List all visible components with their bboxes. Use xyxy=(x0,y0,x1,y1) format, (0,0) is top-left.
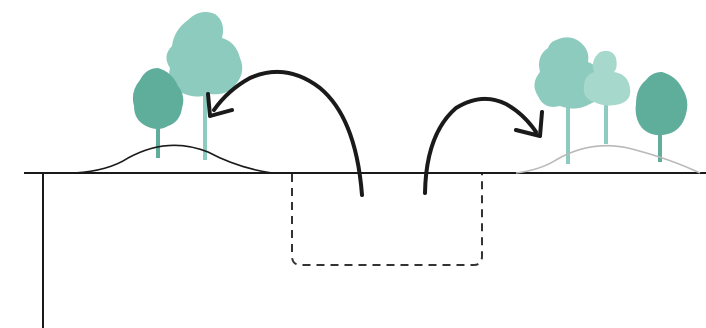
curved-arrow-right-icon xyxy=(423,96,544,195)
left-tree-group xyxy=(132,12,243,160)
left-mound xyxy=(73,144,273,174)
tree-dark-icon xyxy=(132,68,184,158)
tree-light-icon xyxy=(583,50,631,144)
tree-light-icon xyxy=(166,12,243,160)
tree-dark-icon xyxy=(635,72,688,162)
curved-arrow-left-icon xyxy=(206,70,364,197)
right-mound xyxy=(515,144,701,174)
excavation-pit xyxy=(291,174,483,266)
right-tree-group xyxy=(534,37,688,164)
